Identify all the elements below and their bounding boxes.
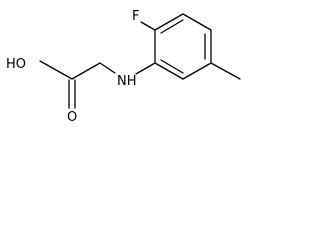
ring-bond-c5-c6 [182, 62, 212, 80]
ring-double-bond-c6-c1 [160, 59, 184, 74]
ring-bond-c3-c4 [182, 13, 212, 31]
ring-bond-c2-c3 [154, 13, 184, 31]
bond-c5-methyl [210, 62, 241, 80]
chemical-structure-diagram: F NH HO O [6, 9, 241, 125]
hydroxyl-label: HO [6, 57, 26, 72]
bond-nitrogen-ch2 [99, 62, 116, 74]
fluorine-label: F [132, 9, 139, 24]
bond-ch2-carboxyl-carbon [71, 62, 101, 80]
amine-label: NH [117, 74, 137, 89]
bond-carboxyl-carbon-hydroxyl [39, 60, 73, 80]
ring-bond-c6-c1 [154, 62, 184, 80]
ring-double-bond-c2-c3 [160, 19, 184, 34]
bond-c2-fluorine [140, 21, 156, 31]
bond-c1-nitrogen [135, 62, 156, 75]
benzene-ring [154, 13, 212, 80]
carbonyl-oxygen-label: O [67, 110, 77, 125]
